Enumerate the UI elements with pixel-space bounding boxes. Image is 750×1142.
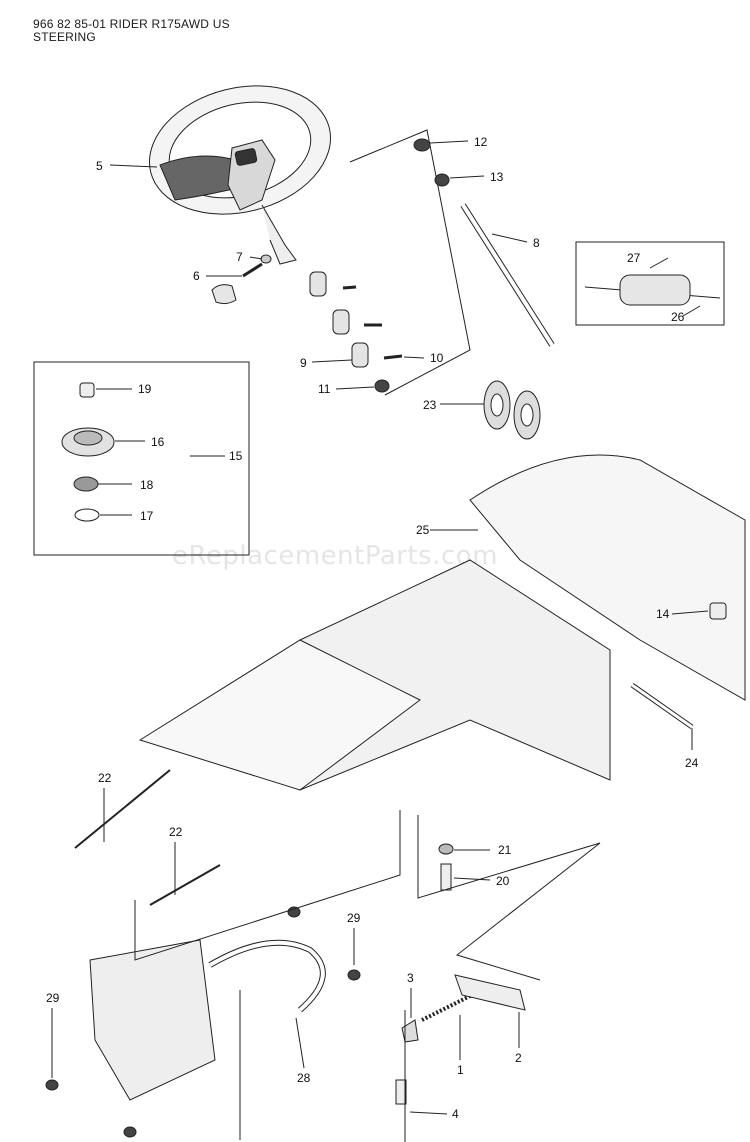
callout-28[interactable]: 28 (297, 1071, 311, 1085)
part-3-clip[interactable] (401, 1019, 419, 1043)
callout-18[interactable]: 18 (140, 478, 154, 492)
cap-part (211, 284, 237, 305)
callout-7[interactable]: 7 (236, 250, 243, 264)
callout-19[interactable]: 19 (138, 382, 152, 396)
part-11-bushing[interactable] (374, 379, 390, 393)
callout-29-lower[interactable]: 29 (46, 991, 60, 1005)
callout-2[interactable]: 2 (515, 1051, 522, 1065)
chassis-frame (89, 454, 746, 1101)
part-4-bolt[interactable] (395, 1079, 407, 1105)
callout-16[interactable]: 16 (151, 435, 165, 449)
callout-5[interactable]: 5 (96, 159, 103, 173)
callout-10[interactable]: 10 (430, 351, 444, 365)
part-16-pulley[interactable] (61, 427, 115, 457)
model-title: 966 82 85-01 RIDER R175AWD US (33, 17, 230, 31)
section-outline-lower-left (134, 810, 401, 961)
callout-26[interactable]: 26 (671, 310, 685, 324)
callout-12[interactable]: 12 (474, 135, 488, 149)
callout-1[interactable]: 1 (457, 1063, 464, 1077)
callout-8[interactable]: 8 (533, 236, 540, 250)
callout-23[interactable]: 23 (423, 398, 437, 412)
part-6-bolt[interactable] (242, 262, 263, 278)
part-13-bushing[interactable] (434, 173, 450, 187)
part-21-washer[interactable] (438, 843, 454, 855)
callout-17[interactable]: 17 (140, 509, 154, 523)
part-1-spring[interactable] (421, 993, 473, 1022)
callout-22-upper[interactable]: 22 (98, 771, 112, 785)
part-29-nuts[interactable] (45, 906, 361, 1138)
part-17-ring[interactable] (74, 508, 100, 522)
callout-4[interactable]: 4 (452, 1107, 459, 1121)
callout-15[interactable]: 15 (229, 449, 243, 463)
callout-11[interactable]: 11 (318, 382, 331, 396)
part-24-pin[interactable] (630, 682, 694, 730)
watermark: eReplacementParts.com (172, 541, 499, 571)
part-8-shaft[interactable] (460, 203, 555, 347)
part-9-collars[interactable] (309, 271, 403, 368)
callout-13[interactable]: 13 (490, 170, 504, 184)
part-12-bushing[interactable] (413, 138, 431, 152)
callout-24[interactable]: 24 (685, 756, 699, 770)
column-group-outline (349, 129, 471, 396)
callout-22-lower[interactable]: 22 (169, 825, 183, 839)
callout-29-upper[interactable]: 29 (347, 911, 361, 925)
callout-25[interactable]: 25 (416, 523, 430, 537)
callout-9[interactable]: 9 (300, 356, 307, 370)
callout-14[interactable]: 14 (656, 607, 670, 621)
part-14-bolt[interactable] (709, 602, 727, 620)
detail-box-15 (33, 361, 250, 556)
callout-20[interactable]: 20 (496, 874, 510, 888)
part-22-rods[interactable] (74, 769, 221, 906)
leader-lines (51, 140, 709, 1115)
detail-box-26 (575, 241, 725, 326)
callout-21[interactable]: 21 (498, 843, 512, 857)
callout-27[interactable]: 27 (627, 251, 641, 265)
part-23-pulleys[interactable] (483, 380, 541, 440)
part-27-cable-end[interactable] (584, 274, 721, 306)
steering-wheel[interactable] (136, 68, 345, 265)
part-19-bolt[interactable] (79, 382, 95, 398)
callout-6[interactable]: 6 (193, 269, 200, 283)
part-2-plate[interactable] (454, 974, 526, 1011)
part-28-strap[interactable] (208, 939, 326, 1013)
callout-3[interactable]: 3 (407, 971, 414, 985)
section-outline-lower-right (417, 815, 601, 981)
section-title: STEERING (33, 30, 96, 44)
